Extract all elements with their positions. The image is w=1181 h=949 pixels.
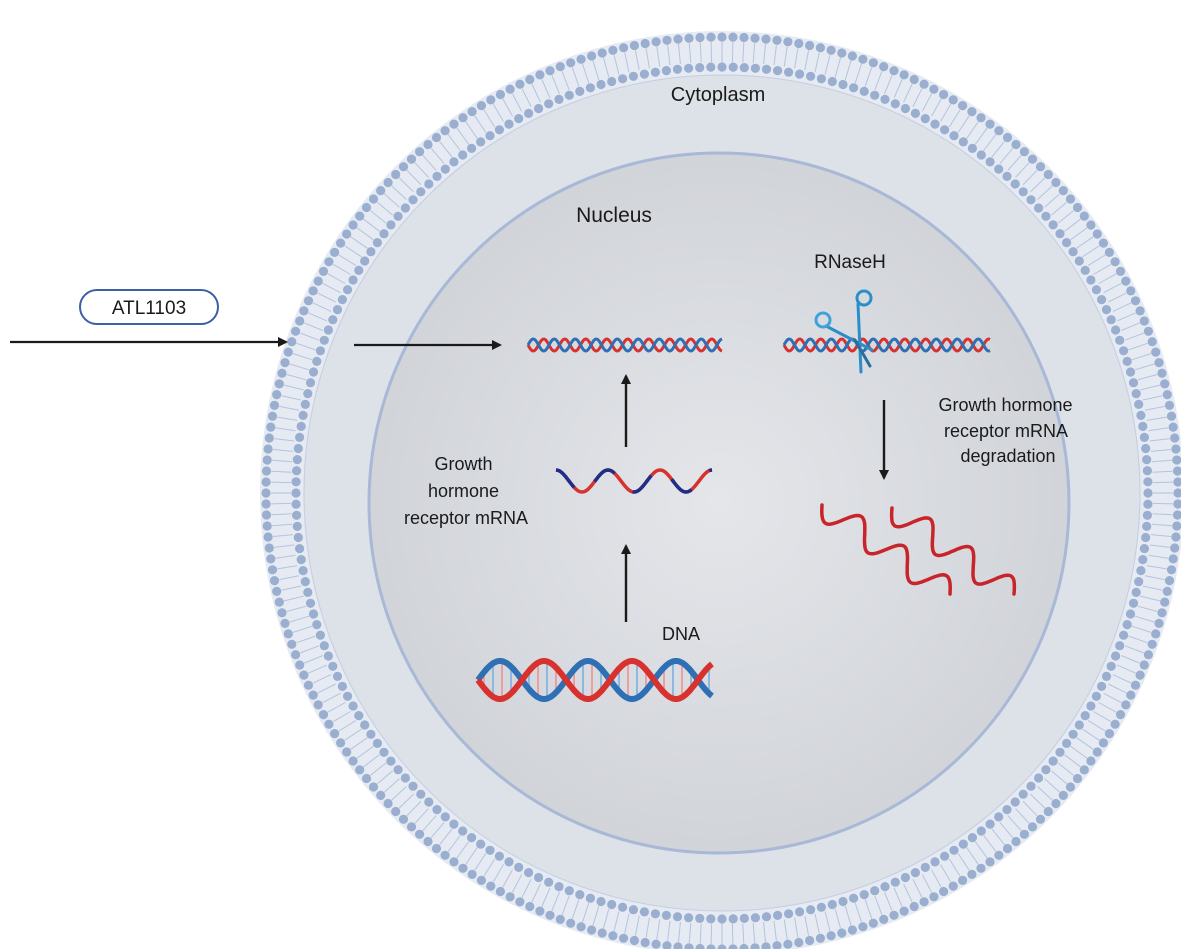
degradation-label-line-1: Growth hormone [938,395,1072,415]
rna-duplex-icon [526,337,723,353]
scissors-icon [814,289,874,374]
dna-label: DNA [662,624,700,644]
degradation-label-line-3: degradation [960,446,1055,466]
drug-badge: ATL1103 [79,289,219,325]
mrna-label-line-2: hormone [428,481,499,501]
mrna-label-line-1: Growth [434,454,492,474]
cleaved-duplex-icon [782,337,991,353]
dna-double-helix-icon [475,658,714,702]
nucleus-label: Nucleus [576,204,652,227]
mrna-strand-icon [555,468,713,494]
degradation-label-line-2: receptor mRNA [944,421,1068,441]
degraded-rna-icon [820,503,1017,596]
degradation-label: Growth hormone receptor mRNA degradation [938,395,1077,466]
arrows [10,337,889,622]
drug-label: ATL1103 [112,298,186,319]
mrna-label-line-3: receptor mRNA [404,508,528,528]
lipid-membrane-icon [261,32,1181,949]
cytoplasm-label: Cytoplasm [671,84,765,106]
mrna-label: Growth hormone receptor mRNA [404,454,528,528]
rnaseh-label: RNaseH [814,252,886,273]
nucleus [367,151,1071,855]
